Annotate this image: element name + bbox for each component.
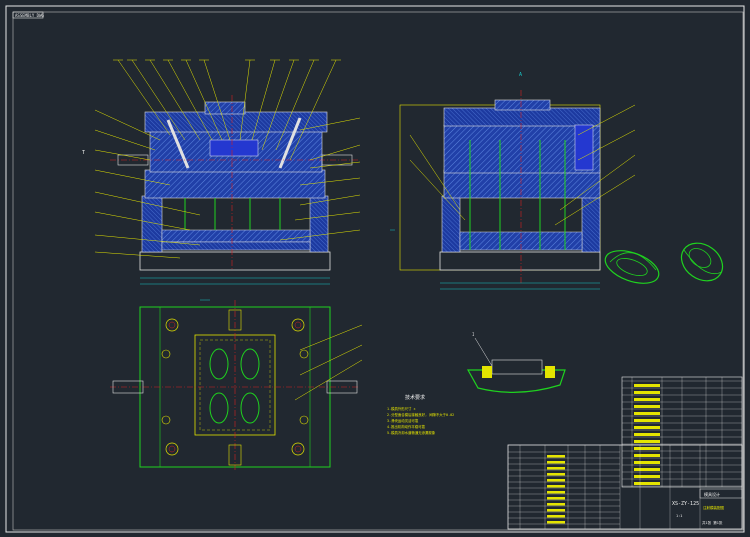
leader-line (251, 59, 276, 141)
note-line-4: 4.推出机构动作平稳可靠 (387, 424, 426, 429)
leader-line (94, 211, 191, 231)
side-section-view[interactable]: A (399, 72, 601, 290)
plan-view[interactable] (110, 299, 360, 470)
leader-line (94, 191, 201, 216)
leader-line (94, 129, 156, 151)
side-view-leaders (409, 104, 636, 226)
product-name: 注射模装配图 (703, 505, 724, 510)
leader-line (577, 104, 636, 136)
bom-cell-fill (634, 419, 660, 422)
bom-cell-fill (634, 391, 660, 394)
leader-line (299, 324, 363, 351)
sheet-info: 共1张 第1张 (702, 520, 723, 525)
note-line-1: 1.模具外形尺寸 × (387, 406, 416, 411)
bom-cell-fill (634, 426, 660, 429)
leader-line (239, 59, 251, 141)
notes-title: 技术要求 (405, 394, 425, 401)
tb-cell-fill (547, 485, 565, 488)
note-line-5: 5.模具冷却水道畅通无渗漏现象 (387, 430, 436, 435)
company-name: 模具设计 (704, 491, 720, 497)
leader-line (299, 194, 361, 206)
leader-line (203, 59, 231, 141)
leader-line (289, 59, 337, 161)
leader-line (275, 59, 315, 151)
leader-line (294, 359, 363, 401)
leader-line (309, 144, 361, 161)
front-view-leaders (94, 59, 361, 259)
bom-cell-fill (634, 468, 660, 471)
bom-cell-fill (634, 405, 660, 408)
part-section-view[interactable]: I (466, 332, 566, 393)
front-section-view[interactable] (110, 95, 395, 285)
leader-line (94, 109, 161, 141)
tb-cell-fill (547, 497, 565, 500)
tb-cell-fill (547, 473, 565, 476)
leader-line (409, 134, 461, 211)
tb-cell-fill (547, 479, 565, 482)
leader-line (94, 234, 201, 246)
leader-line (299, 344, 363, 376)
corner-tag-box (12, 11, 44, 19)
leader-line (299, 177, 361, 186)
leader-line (559, 154, 636, 211)
bom-cell-fill (634, 384, 660, 387)
plan-view-leaders (294, 324, 363, 401)
tb-cell-fill (547, 503, 565, 506)
bom-cell-fill (634, 482, 660, 485)
leader-line (309, 161, 361, 169)
drawing-number: XS-ZY-125 (672, 501, 699, 507)
leader-line (299, 117, 361, 131)
leader-line (94, 169, 171, 186)
bom-cell-fill (634, 440, 660, 443)
note-line-3: 3.滑块运动灵活可靠 (387, 418, 419, 423)
bom-cell-fill (634, 475, 660, 478)
note-line-2: 2.分型面合模后接触良好, 间隙不大于0.02 (387, 412, 454, 417)
drawing-frame (5, 5, 745, 533)
tb-cell-fill (547, 467, 565, 470)
section-marker: T (82, 150, 85, 156)
leader-line (94, 251, 181, 259)
parts-list[interactable] (621, 376, 743, 488)
tb-cell-fill (547, 455, 565, 458)
tb-cell-fill (547, 461, 565, 464)
leader-line (409, 159, 466, 221)
leader-line (577, 129, 636, 161)
scale-value: 1:1 (676, 514, 682, 518)
leader-line (185, 59, 223, 141)
drawing-inner-frame (12, 11, 744, 531)
leader-line (117, 59, 171, 136)
tb-cell-fill (547, 521, 565, 524)
leader-line (294, 211, 361, 221)
tb-cell-fill (547, 515, 565, 518)
detail-marker: I (472, 332, 475, 337)
part-3d-views[interactable] (601, 235, 730, 289)
bom-cell-fill (634, 447, 660, 450)
leader-line (167, 59, 213, 141)
tb-cell-fill (547, 491, 565, 494)
bom-cell-fill (634, 461, 660, 464)
bom-cell-fill (634, 412, 660, 415)
technical-notes: 技术要求 1.模具外形尺寸 × 2.分型面合模后接触良好, 间隙不大于0.02 … (387, 394, 454, 435)
bom-cell-fill (634, 433, 660, 436)
corner-tag: ASSEMBLY DWG (15, 13, 44, 18)
leader-line (261, 59, 295, 151)
leader-line (149, 59, 201, 141)
title-block[interactable]: XS-ZY-125 模具设计 注射模装配图 1:1 共1张 第1张 (507, 444, 743, 530)
bom-cell-fill (634, 398, 660, 401)
bom-cell-fill (634, 454, 660, 457)
top-view-marker: A (519, 72, 522, 78)
leader-line (279, 229, 361, 241)
tb-cell-fill (547, 509, 565, 512)
leader-line (94, 149, 151, 161)
leader-line (554, 174, 636, 226)
leader-line (131, 59, 186, 141)
